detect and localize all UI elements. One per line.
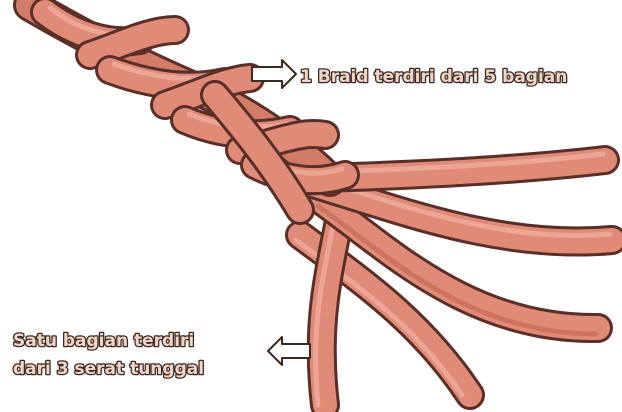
- loose-strand-vertical: [316, 215, 340, 405]
- strand-label-line2: dari 3 serat tunggal: [13, 359, 204, 379]
- braid-label: 1 Braid terdiri dari 5 bagian: [300, 67, 567, 87]
- strand-label-line1: Satu bagian terdiri: [13, 331, 194, 351]
- braid-body: [30, 5, 345, 210]
- loose-strand-upper-right: [320, 154, 605, 178]
- left-arrow-icon: [268, 337, 310, 365]
